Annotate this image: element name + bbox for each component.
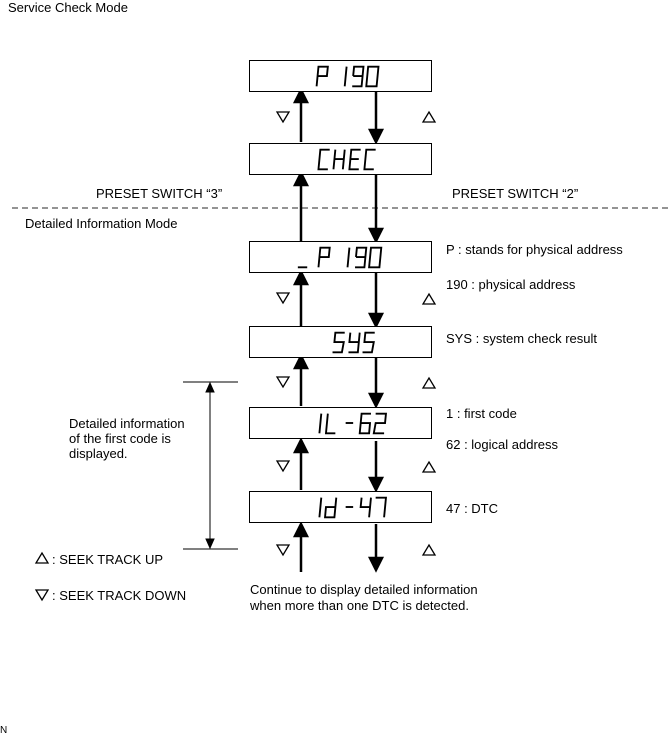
first-code-bracket — [183, 381, 238, 550]
preset-switch-2-label: PRESET SWITCH “2” — [452, 186, 579, 201]
legend-seek-track-down: : SEEK TRACK DOWN — [52, 588, 187, 603]
legend-seek-track-up: : SEEK TRACK UP — [52, 552, 164, 567]
service-check-mode-label: Service Check Mode — [8, 0, 128, 15]
note-dtc: 47 : DTC — [446, 501, 499, 516]
corner-mark: N — [0, 725, 8, 736]
display-1d-47 — [249, 491, 432, 523]
continue-note-line-1: Continue to display detailed information — [250, 582, 478, 597]
preset-switch-3-label: PRESET SWITCH “3” — [96, 186, 223, 201]
legend-down-triangle — [34, 589, 50, 602]
display-underscore-p190 — [249, 241, 432, 273]
bracket-description: Detailed information of the first code i… — [69, 416, 185, 461]
note-first-code: 1 : first code — [446, 406, 517, 421]
up-arrows — [292, 87, 310, 572]
seven-segment-readout — [315, 65, 380, 88]
down-arrows — [367, 91, 385, 573]
seek-down-triangles — [275, 111, 291, 557]
note-logical-address: 62 : logical address — [446, 437, 559, 452]
note-p-physical: P : stands for physical address — [446, 242, 623, 257]
note-sys-result: SYS : system check result — [446, 331, 597, 346]
detailed-information-mode-label: Detailed Information Mode — [25, 216, 178, 231]
display-1l-62 — [249, 407, 432, 439]
seek-up-triangles — [421, 110, 437, 556]
legend-up-triangle — [34, 551, 50, 564]
continue-note-line-2: when more than one DTC is detected. — [250, 598, 469, 613]
display-p190 — [249, 60, 432, 92]
note-physical-address: 190 : physical address — [446, 277, 576, 292]
display-sys — [249, 326, 432, 358]
display-chec — [249, 143, 432, 175]
